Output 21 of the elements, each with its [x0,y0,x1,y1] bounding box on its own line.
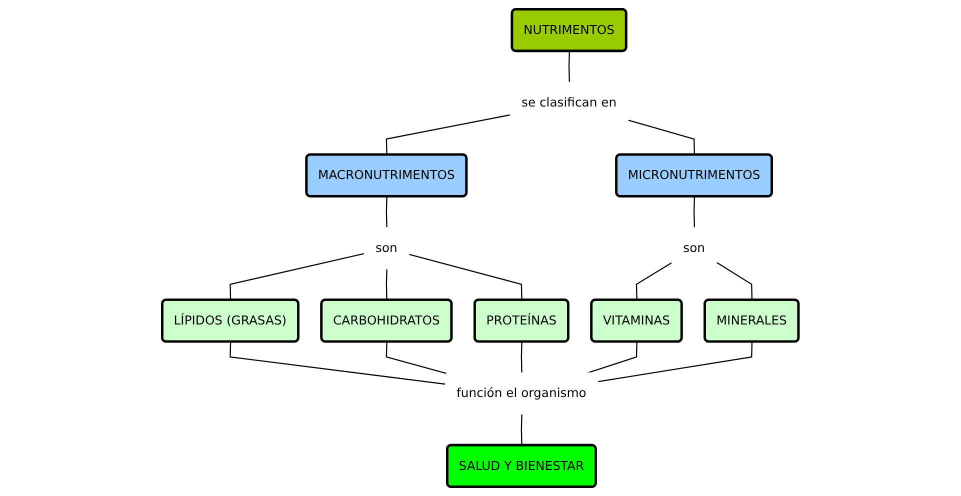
connector [386,114,511,155]
connector [386,269,388,300]
connector [568,51,570,82]
node-text: son [683,240,706,255]
node-text: función el organismo [456,386,586,400]
connector [716,262,753,300]
connector [386,342,448,374]
connector [598,342,753,382]
connector [230,342,446,385]
connector [636,262,672,300]
connector [628,120,696,155]
connector [588,342,638,374]
concept-map: NUTRIMENTOS se clasifican en MACRONUTRIMENTOS MICRONUTRIMENTOS son son LÍPIDOS (GRASAS) CARBOHIDRATOS PROTEÍNAS VITAMINAS MINERALES función el organismo SALUD Y BIENESTAR [156,3,805,493]
connector [386,196,388,228]
connector [521,342,523,373]
connector [230,253,365,300]
connector [409,254,523,300]
connector [521,414,523,446]
connector [694,196,696,228]
node-text: son [376,240,398,255]
node-text: se clasifican en [522,94,617,110]
